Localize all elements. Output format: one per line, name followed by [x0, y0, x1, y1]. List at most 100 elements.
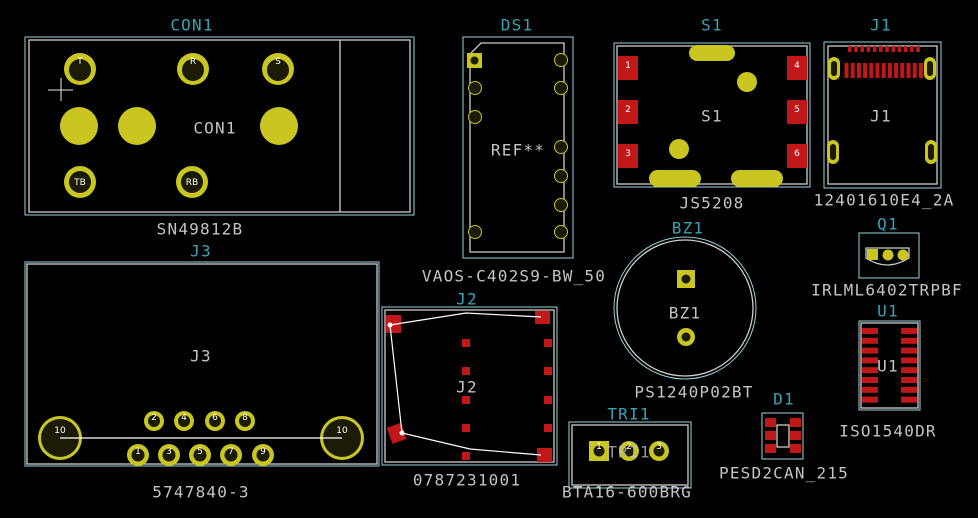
j2-pad[interactable]: [544, 396, 552, 404]
j3-pad[interactable]: 5: [189, 444, 211, 466]
j2-pad[interactable]: [462, 396, 470, 404]
j1-fab-text[interactable]: J1: [870, 107, 892, 126]
footprint-j2[interactable]: J2 J2 0787231001: [381, 290, 558, 490]
s1-pad-4[interactable]: 4: [787, 56, 807, 80]
con1-fab-text[interactable]: CON1: [193, 119, 236, 138]
s1-bottom-oval-pad[interactable]: [649, 170, 701, 187]
s1-round-pad[interactable]: [669, 139, 689, 159]
tri1-value[interactable]: BTA16-600BRG: [562, 483, 692, 502]
s1-fab-text[interactable]: S1: [701, 107, 723, 126]
ds1-pad[interactable]: [554, 225, 568, 239]
con1-pad-r[interactable]: R: [177, 53, 209, 85]
d1-pad[interactable]: [790, 444, 801, 453]
bz1-value[interactable]: PS1240P02BT: [634, 383, 753, 402]
j2-pad[interactable]: [462, 367, 470, 375]
u1-reference[interactable]: U1: [877, 302, 899, 321]
j1-smd-pad[interactable]: [854, 46, 858, 52]
j1-smd-pad[interactable]: [918, 63, 923, 78]
j1-smd-pad[interactable]: [916, 46, 920, 52]
con1-mount-pad[interactable]: [60, 107, 98, 145]
tri1-reference[interactable]: TRI1: [607, 405, 650, 424]
q1-reference[interactable]: Q1: [877, 215, 899, 234]
j3-value[interactable]: 5747840-3: [152, 483, 250, 502]
q1-value[interactable]: IRLML6402TRPBF: [811, 281, 963, 300]
j1-smd-pad[interactable]: [875, 63, 880, 78]
footprint-j1[interactable]: J1 J1 12401610E4_2A: [814, 16, 955, 210]
u1-smd-pad[interactable]: [862, 357, 878, 364]
footprint-d1[interactable]: D1 PESD2CAN_215: [719, 390, 849, 483]
d1-pad[interactable]: [790, 431, 801, 440]
ds1-value[interactable]: VAOS-C402S9-BW_50: [422, 267, 606, 286]
u1-smd-pad[interactable]: [901, 328, 917, 334]
j1-smd-pad[interactable]: [900, 63, 905, 78]
tri1-pad-2[interactable]: 2: [619, 441, 639, 461]
j1-smd-pad[interactable]: [863, 63, 868, 78]
footprint-q1[interactable]: Q1 IRLML6402TRPBF: [811, 215, 963, 300]
s1-pad-3[interactable]: 3: [618, 144, 638, 168]
tri1-pad-1[interactable]: 1: [589, 441, 609, 461]
footprint-bz1[interactable]: BZ1 BZ1 PS1240P02BT: [613, 219, 757, 402]
s1-pad-6[interactable]: 6: [787, 144, 807, 168]
u1-smd-pad[interactable]: [901, 357, 917, 364]
u1-smd-pad[interactable]: [862, 377, 878, 383]
u1-fab-text[interactable]: U1: [877, 357, 899, 376]
u1-smd-pad[interactable]: [862, 347, 878, 354]
j1-smd-pad[interactable]: [891, 46, 895, 52]
j1-smd-pad[interactable]: [848, 46, 852, 52]
j3-pad[interactable]: 7: [220, 444, 242, 466]
j3-pad[interactable]: 9: [252, 444, 274, 466]
con1-pad-t[interactable]: T: [64, 53, 96, 85]
j1-smd-pad[interactable]: [856, 63, 861, 78]
j3-pad[interactable]: 8: [235, 411, 255, 431]
s1-pad-1[interactable]: 1: [618, 56, 638, 80]
s1-bottom-oval-pad[interactable]: [731, 170, 783, 187]
d1-pad[interactable]: [790, 418, 801, 427]
footprint-tri1[interactable]: TRI1 1 2 3 TRI1 BTA16-600BRG: [562, 405, 692, 502]
j2-pad[interactable]: [544, 424, 552, 432]
s1-reference[interactable]: S1: [701, 16, 723, 35]
con1-pad-s[interactable]: S: [262, 53, 294, 85]
j1-smd-pad[interactable]: [860, 46, 864, 52]
ds1-fab-text[interactable]: REF**: [491, 141, 545, 160]
j3-pad[interactable]: 4: [174, 411, 194, 431]
d1-value[interactable]: PESD2CAN_215: [719, 464, 849, 483]
u1-smd-pad[interactable]: [901, 377, 917, 383]
j1-smd-pad[interactable]: [887, 63, 892, 78]
tri1-pad-3[interactable]: 3: [649, 441, 669, 461]
d1-reference[interactable]: D1: [773, 390, 795, 409]
j3-reference[interactable]: J3: [190, 242, 212, 261]
j1-smd-pad[interactable]: [910, 46, 914, 52]
u1-smd-pads[interactable]: [862, 328, 917, 403]
d1-pad[interactable]: [765, 431, 776, 440]
j3-pad[interactable]: 1: [127, 444, 149, 466]
con1-reference[interactable]: CON1: [170, 16, 213, 35]
ds1-pad[interactable]: [554, 169, 568, 183]
j1-smd-pad[interactable]: [912, 63, 917, 78]
u1-smd-pad[interactable]: [901, 337, 917, 344]
j1-smd-pad[interactable]: [894, 63, 899, 78]
ds1-pad[interactable]: [468, 110, 482, 124]
ds1-pad[interactable]: [554, 81, 568, 95]
j1-smd-pad[interactable]: [872, 46, 877, 52]
j1-reference[interactable]: J1: [870, 16, 892, 35]
u1-smd-pad[interactable]: [862, 386, 878, 393]
u1-smd-pad[interactable]: [901, 367, 917, 374]
j1-smd-pad[interactable]: [844, 63, 849, 78]
j1-value[interactable]: 12401610E4_2A: [814, 191, 955, 210]
j2-value[interactable]: 0787231001: [413, 471, 521, 490]
j2-pad[interactable]: [462, 339, 470, 347]
j3-fab-text[interactable]: J3: [190, 347, 212, 366]
d1-pad[interactable]: [765, 418, 776, 427]
j1-smd-pad[interactable]: [881, 63, 886, 78]
j3-pad[interactable]: 2: [144, 411, 164, 431]
j1-smd-pad[interactable]: [866, 46, 871, 52]
j2-corner-pad[interactable]: [537, 448, 552, 462]
u1-smd-pad[interactable]: [862, 396, 878, 403]
ds1-pad[interactable]: [554, 53, 568, 67]
j3-pad[interactable]: 3: [158, 444, 180, 466]
con1-pad-rb[interactable]: RB: [176, 166, 208, 198]
s1-round-pad[interactable]: [737, 72, 757, 92]
j2-pad[interactable]: [544, 367, 552, 375]
ds1-pad[interactable]: [468, 225, 482, 239]
